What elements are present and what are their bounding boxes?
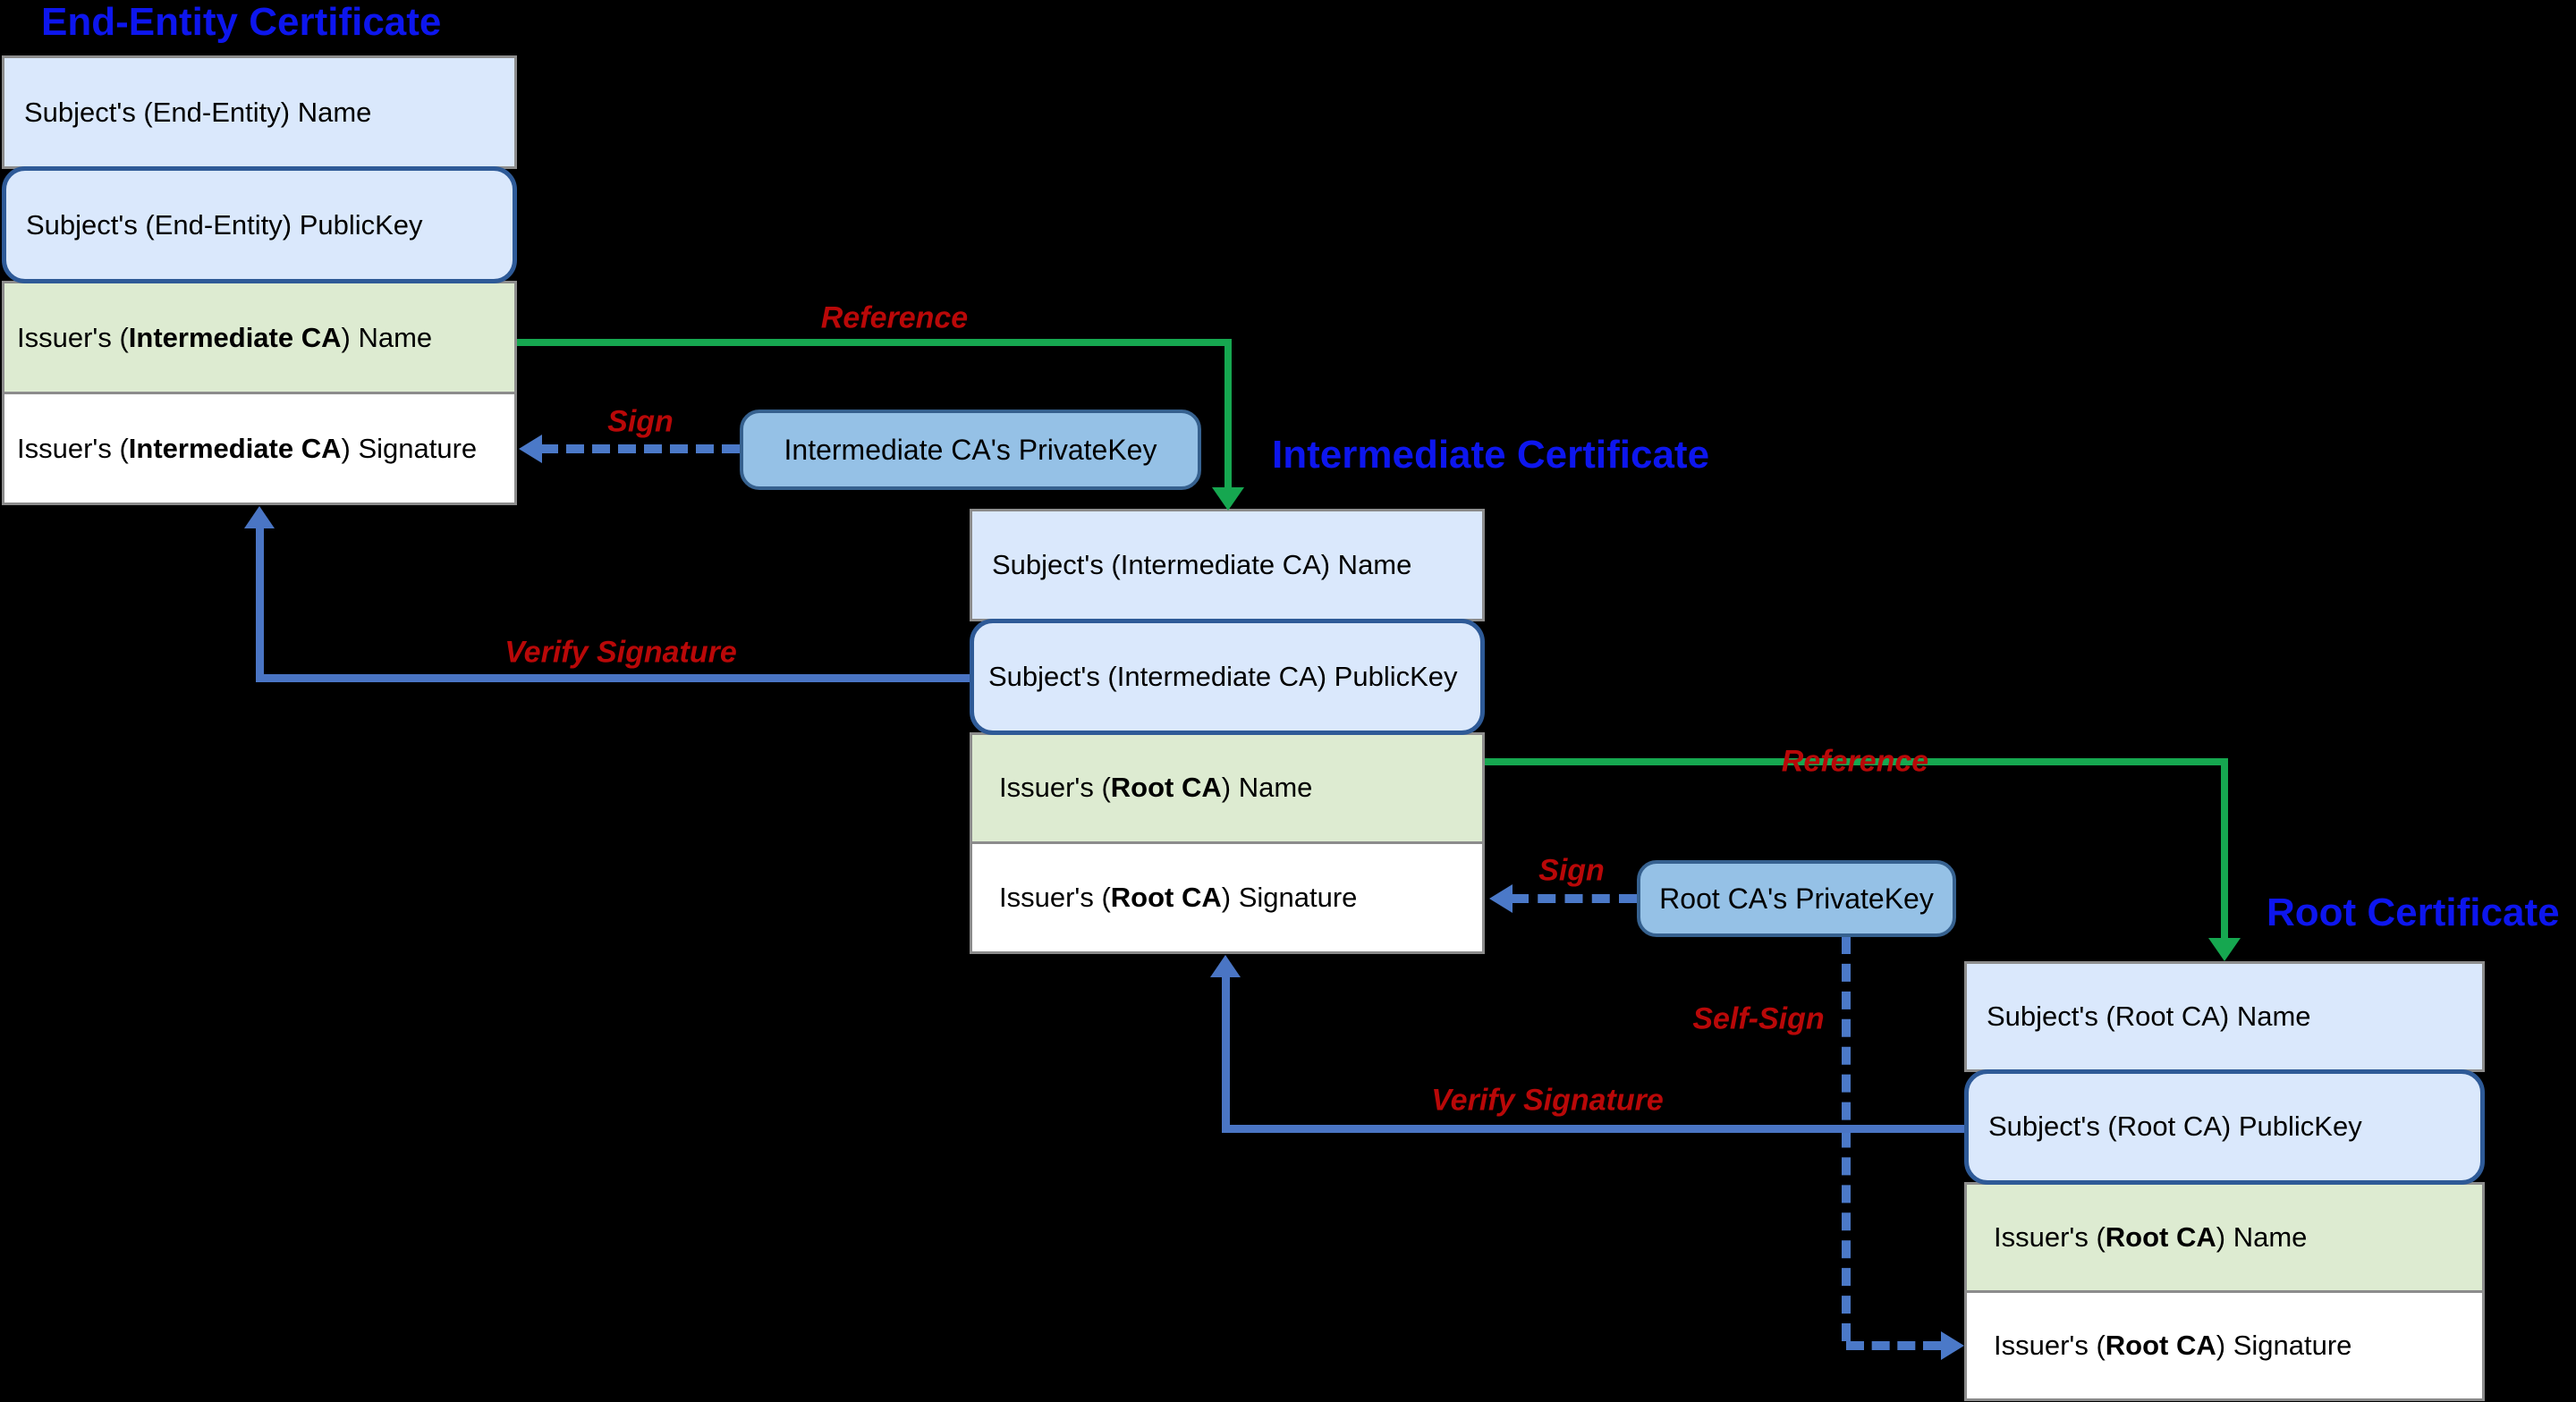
- root-subject-publickey-row: Subject's (Root CA) PublicKey: [1964, 1069, 2485, 1185]
- end-entity-subject-publickey-row: Subject's (End-Entity) PublicKey: [2, 166, 517, 283]
- row-text: Subject's (Intermediate CA) PublicKey: [988, 660, 1458, 692]
- row-text: Issuer's (Root CA) Signature: [999, 882, 1358, 914]
- self-sign-arrow-vertical-dash: [1842, 936, 1851, 1341]
- verify-arrow-1-horizontal: [256, 674, 970, 682]
- root-certificate-box: Subject's (Root CA) Name Subject's (Root…: [1964, 961, 2485, 1401]
- root-subject-name-row: Subject's (Root CA) Name: [1964, 961, 2485, 1073]
- privatekey-label: Root CA's PrivateKey: [1659, 882, 1934, 915]
- verify-arrow-1-vertical: [256, 527, 264, 679]
- root-ca-privatekey-box: Root CA's PrivateKey: [1637, 860, 1956, 937]
- row-text: Subject's (Intermediate CA) Name: [992, 548, 1412, 580]
- intermediate-issuer-name-row: Issuer's (Root CA) Name: [970, 731, 1485, 845]
- end-entity-subject-name-row: Subject's (End-Entity) Name: [2, 55, 517, 169]
- root-certificate-title: Root Certificate: [2267, 891, 2560, 934]
- sign-label-1: Sign: [607, 404, 674, 439]
- intermediate-ca-privatekey-box: Intermediate CA's PrivateKey: [740, 410, 1201, 490]
- reference-arrow-2-vertical: [2221, 758, 2228, 938]
- reference-arrow-2-head: [2208, 938, 2241, 961]
- self-sign-label: Self-Sign: [1692, 1001, 1825, 1036]
- sign-arrow-1-head: [519, 435, 542, 463]
- verify-arrow-2-horizontal: [1222, 1125, 1964, 1133]
- reference-arrow-2-horizontal: [1485, 758, 2228, 765]
- reference-label-2: Reference: [1781, 744, 1929, 779]
- row-text: Issuer's (Intermediate CA) Name: [17, 321, 433, 353]
- end-entity-issuer-name-row: Issuer's (Intermediate CA) Name: [2, 281, 517, 394]
- row-text: Issuer's (Intermediate CA) Signature: [17, 432, 478, 464]
- row-text: Subject's (Root CA) PublicKey: [1988, 1111, 2362, 1143]
- root-issuer-signature-row: Issuer's (Root CA) Signature: [1964, 1289, 2485, 1401]
- row-text: Subject's (End-Entity) Name: [24, 96, 372, 128]
- end-entity-certificate-box: Subject's (End-Entity) Name Subject's (E…: [2, 55, 517, 505]
- row-text: Issuer's (Root CA) Name: [999, 772, 1313, 804]
- end-entity-certificate-title: End-Entity Certificate: [41, 0, 442, 44]
- row-text: Subject's (End-Entity) PublicKey: [26, 208, 423, 241]
- reference-arrow-1-horizontal: [517, 339, 1232, 346]
- intermediate-subject-publickey-row: Subject's (Intermediate CA) PublicKey: [970, 618, 1485, 735]
- sign-arrow-2-dash: [1511, 894, 1637, 903]
- intermediate-issuer-signature-row: Issuer's (Root CA) Signature: [970, 841, 1485, 954]
- root-issuer-name-row: Issuer's (Root CA) Name: [1964, 1181, 2485, 1293]
- verify-signature-label-1: Verify Signature: [504, 635, 737, 670]
- end-entity-issuer-signature-row: Issuer's (Intermediate CA) Signature: [2, 392, 517, 505]
- row-text: Subject's (Root CA) Name: [1987, 1001, 2311, 1033]
- intermediate-subject-name-row: Subject's (Intermediate CA) Name: [970, 509, 1485, 621]
- privatekey-label: Intermediate CA's PrivateKey: [784, 433, 1157, 466]
- verify-arrow-1-head: [244, 506, 275, 528]
- reference-arrow-1-head: [1212, 487, 1244, 511]
- reference-arrow-1-vertical: [1224, 339, 1232, 487]
- intermediate-certificate-title: Intermediate Certificate: [1272, 433, 1710, 477]
- intermediate-certificate-box: Subject's (Intermediate CA) Name Subject…: [970, 509, 1485, 954]
- row-text: Issuer's (Root CA) Signature: [1994, 1329, 2352, 1361]
- row-text: Issuer's (Root CA) Name: [1994, 1220, 2308, 1253]
- sign-arrow-2-head: [1489, 884, 1513, 913]
- self-sign-arrow-horizontal-dash: [1846, 1341, 1941, 1350]
- verify-arrow-2-vertical: [1222, 975, 1230, 1129]
- sign-arrow-1-dash: [540, 444, 740, 453]
- self-sign-arrow-head: [1941, 1331, 1964, 1360]
- reference-label-1: Reference: [820, 300, 969, 335]
- verify-signature-label-2: Verify Signature: [1431, 1083, 1664, 1118]
- sign-label-2: Sign: [1538, 853, 1605, 888]
- verify-arrow-2-head: [1210, 955, 1241, 977]
